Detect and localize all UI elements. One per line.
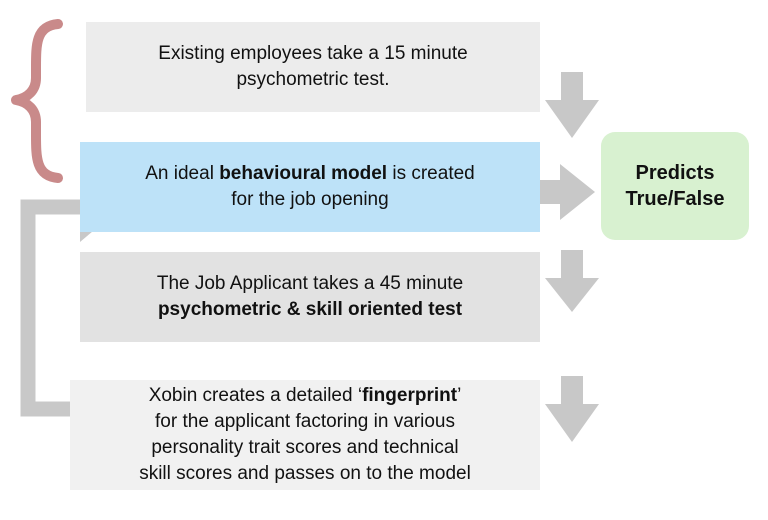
- step-text: Xobin creates a detailed ‘fingerprint’fo…: [139, 383, 471, 487]
- bold-text: fingerprint: [362, 385, 458, 406]
- step-text: Existing employees take a 15 minute psych…: [158, 41, 467, 93]
- text-segment: personality trait scores and technical: [151, 437, 459, 458]
- step-line: personality trait scores and technical: [139, 435, 471, 461]
- step-line: for the job opening: [145, 187, 474, 213]
- curly-brace-icon: [11, 19, 63, 183]
- bold-text: behavioural model: [219, 163, 388, 184]
- right-arrow-icon: [505, 164, 595, 220]
- step-line: psychometric test.: [158, 67, 467, 93]
- text-segment: for the applicant factoring in various: [155, 411, 455, 432]
- step-text: The Job Applicant takes a 45 minute psych…: [157, 271, 463, 323]
- prediction-box: Predicts True/False: [601, 132, 749, 240]
- step-line: The Job Applicant takes a 45 minute: [157, 271, 463, 297]
- step-line: Existing employees take a 15 minute: [158, 41, 467, 67]
- down-arrow-2-icon: [545, 250, 599, 312]
- down-arrow-3-icon: [545, 376, 599, 442]
- feedback-loop-connector: [20, 199, 80, 417]
- step-fingerprint: Xobin creates a detailed ‘fingerprint’fo…: [70, 380, 540, 490]
- bold-text: psychometric & skill oriented test: [157, 299, 463, 320]
- prediction-line-2: True/False: [625, 188, 725, 210]
- prediction-line-1: Predicts: [635, 162, 715, 184]
- step-line: skill scores and passes on to the model: [139, 461, 471, 487]
- text-segment: ’: [457, 385, 462, 406]
- text-segment: for the job opening: [231, 189, 389, 210]
- text-segment: psychometric test.: [236, 69, 390, 90]
- step-line: psychometric & skill oriented test: [157, 297, 463, 323]
- step-applicant-test: The Job Applicant takes a 45 minute psych…: [80, 252, 540, 342]
- step-line: Xobin creates a detailed ‘fingerprint’: [139, 383, 471, 409]
- text-segment: is created: [387, 163, 475, 184]
- step-line: An ideal behavioural model is created: [145, 161, 474, 187]
- down-arrow-1-icon: [545, 72, 599, 138]
- step-line: for the applicant factoring in various: [139, 409, 471, 435]
- text-segment: skill scores and passes on to the model: [139, 463, 471, 484]
- text-segment: Existing employees take a 15 minute: [158, 43, 468, 64]
- text-segment: The Job Applicant takes a 45 minute: [156, 273, 464, 294]
- text-segment: An ideal: [145, 163, 220, 184]
- step-employees-test: Existing employees take a 15 minute psych…: [86, 22, 540, 112]
- text-segment: Xobin creates a detailed ‘: [148, 385, 363, 406]
